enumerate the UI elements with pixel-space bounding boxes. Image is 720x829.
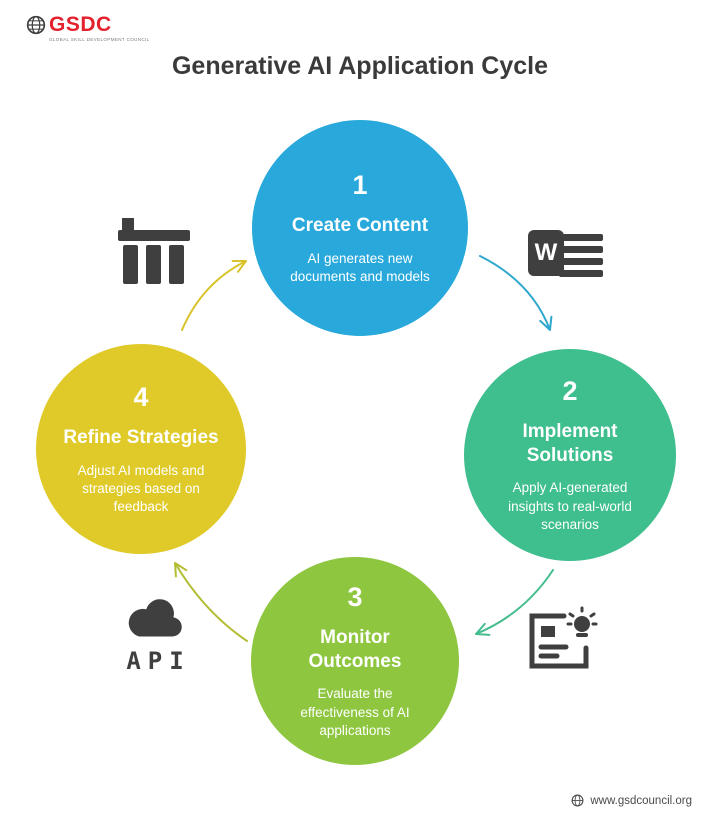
logo-text: GSDC — [49, 13, 112, 36]
api-label: API — [126, 647, 191, 675]
document-lines — [559, 230, 603, 277]
globe-icon — [571, 794, 584, 807]
step-title: Refine Strategies — [63, 426, 219, 448]
step-title: Implement Solutions — [522, 420, 618, 466]
step-description: Adjust AI models and strategies based on… — [77, 462, 205, 514]
footer: www.gsdcouncil.org — [571, 794, 692, 807]
logo-subtext: GLOBAL SKILL DEVELOPMENT COUNCIL — [49, 37, 150, 42]
factory-icon — [118, 218, 190, 289]
gsdc-logo: GSDC GLOBAL SKILL DEVELOPMENT COUNCIL — [26, 14, 150, 42]
checklist-lightbulb-icon — [524, 606, 602, 683]
page-title: Generative AI Application Cycle — [171, 52, 549, 80]
step-number: 4 — [133, 381, 149, 412]
step-circle-create-content: 1 Create Content AI generates new docume… — [252, 120, 468, 336]
step-number: 3 — [347, 581, 363, 612]
step-description: Apply AI-generated insights to real-worl… — [508, 480, 632, 532]
step-description: AI generates new documents and models — [290, 250, 430, 284]
step-description: Evaluate the effectiveness of AI applica… — [300, 686, 410, 738]
step-circle-implement-solutions: 2 Implement Solutions Apply AI-generated… — [464, 349, 676, 561]
api-cloud-icon: API — [112, 598, 198, 675]
step-number: 2 — [562, 375, 578, 406]
step-title: Create Content — [291, 214, 429, 236]
word-document-icon: W — [528, 230, 603, 277]
globe-icon — [26, 15, 46, 35]
word-letter-box: W — [528, 230, 564, 276]
step-title: Monitor Outcomes — [308, 626, 402, 672]
arrow-4-to-1 — [181, 260, 247, 331]
step-circle-monitor-outcomes: 3 Monitor Outcomes Evaluate the effectiv… — [251, 557, 459, 765]
word-letter: W — [534, 239, 558, 266]
footer-url: www.gsdcouncil.org — [590, 794, 692, 807]
step-number: 1 — [352, 169, 368, 200]
step-circle-refine-strategies: 4 Refine Strategies Adjust AI models and… — [36, 344, 246, 554]
